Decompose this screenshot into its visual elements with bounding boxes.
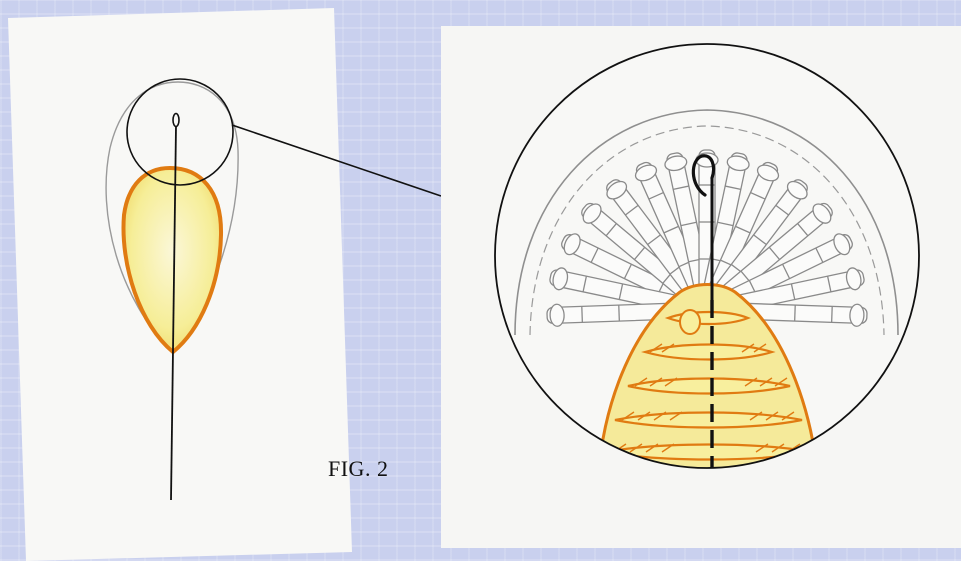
- figure-caption: FIG. 2: [328, 456, 388, 482]
